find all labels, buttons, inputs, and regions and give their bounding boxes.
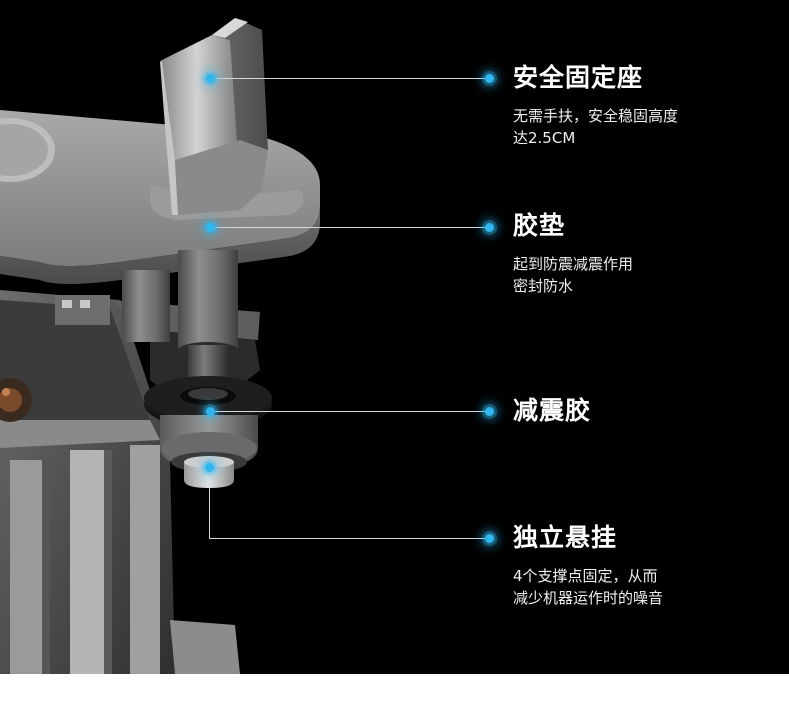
callout-desc-line: 密封防水 — [513, 277, 574, 295]
marker-dot-icon — [204, 462, 214, 472]
marker-dot-icon — [484, 222, 494, 232]
leader-line-1 — [210, 78, 488, 79]
marker-dot-icon — [205, 73, 215, 83]
callout-rubber-pad: 胶垫 起到防震减震作用 密封防水 — [513, 211, 633, 297]
callout-title: 安全固定座 — [513, 63, 644, 92]
callout-desc-line: 4个支撑点固定，从而 — [513, 567, 658, 585]
product-feature-canvas: 安全固定座 无需手扶，安全稳固高度 达2.5CM 胶垫 起到防震减震作用 密封防… — [0, 0, 789, 674]
callout-independent-suspension: 独立悬挂 4个支撑点固定，从而 减少机器运作时的噪音 — [513, 523, 663, 609]
leader-line-4 — [209, 538, 488, 539]
callout-desc-line: 达2.5CM — [513, 129, 576, 147]
callout-title: 独立悬挂 — [513, 523, 618, 552]
callout-desc-line: 无需手扶，安全稳固高度 — [513, 107, 679, 125]
callout-title: 胶垫 — [513, 211, 566, 240]
marker-dot-icon — [205, 406, 215, 416]
marker-dot-icon — [484, 406, 494, 416]
leader-line-4-vertical — [209, 467, 210, 539]
marker-dot-icon — [484, 73, 494, 83]
marker-dot-icon — [484, 533, 494, 543]
callout-shock-rubber: 减震胶 — [513, 396, 591, 426]
callout-description: 起到防震减震作用 密封防水 — [513, 253, 633, 297]
callout-description: 4个支撑点固定，从而 减少机器运作时的噪音 — [513, 565, 663, 609]
leader-line-3 — [210, 411, 488, 412]
marker-dot-icon — [205, 222, 215, 232]
callout-desc-line: 减少机器运作时的噪音 — [513, 589, 664, 607]
callout-title: 减震胶 — [513, 396, 592, 425]
callout-safety-mount: 安全固定座 无需手扶，安全稳固高度 达2.5CM — [513, 63, 678, 149]
callout-desc-line: 起到防震减震作用 — [513, 255, 634, 273]
callout-description: 无需手扶，安全稳固高度 达2.5CM — [513, 105, 678, 149]
leader-line-2 — [210, 227, 488, 228]
